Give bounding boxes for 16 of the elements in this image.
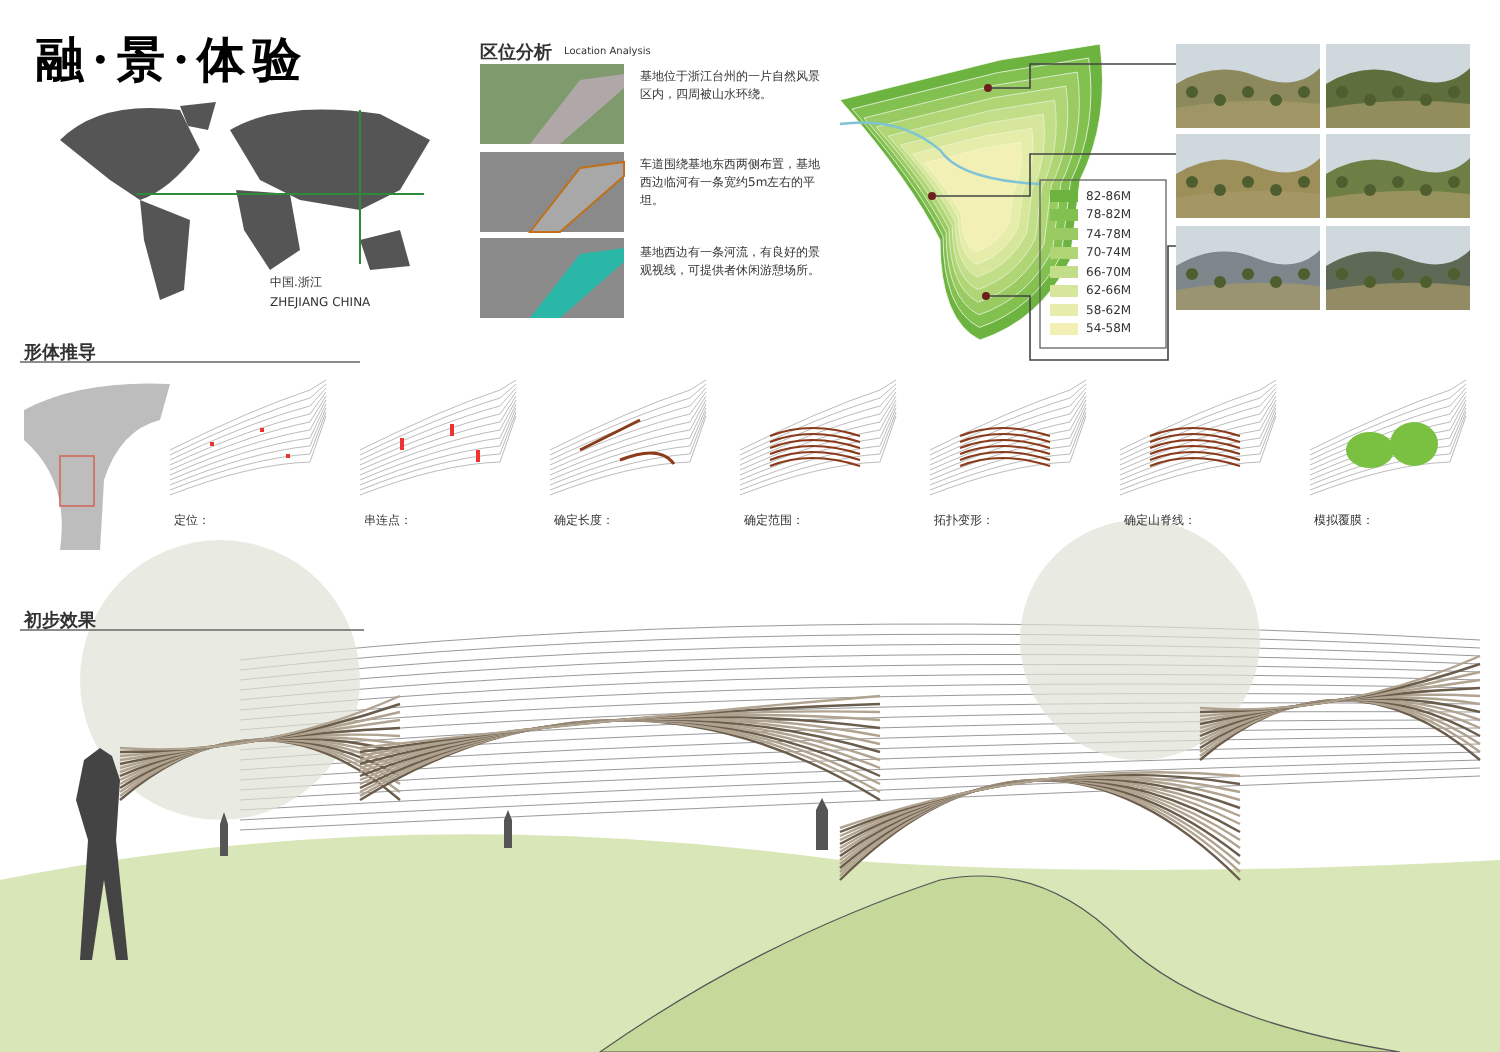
map-point-marker (982, 292, 990, 300)
site-photo (1176, 226, 1320, 310)
site-photo (1326, 44, 1470, 128)
leader-line (991, 63, 1177, 89)
site-photo (1176, 44, 1320, 128)
leader-line (989, 245, 1177, 361)
map-point-marker (928, 192, 936, 200)
site-photo (1326, 134, 1470, 218)
section-heading: 初步效果 (24, 608, 98, 634)
site-photo (1326, 226, 1470, 310)
title: 融·景·体验 (36, 28, 312, 92)
section-heading: 区位分析 (480, 41, 554, 66)
section-heading: 形体推导 (24, 341, 98, 366)
leader-line (935, 153, 1177, 197)
map-point-marker (984, 84, 992, 92)
site-photo (1176, 134, 1320, 218)
